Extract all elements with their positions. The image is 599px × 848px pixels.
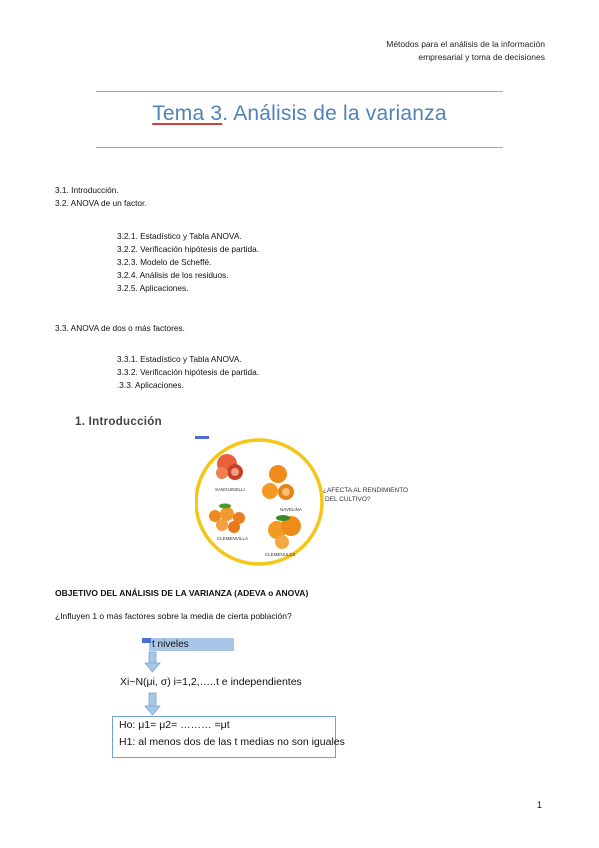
label-clemenvilla: CLEMENVILLA <box>217 536 248 541</box>
research-question: ¿Influyen 1 o más factores sobre la medi… <box>55 611 292 621</box>
running-header: Métodos para el análisis de la informaci… <box>245 38 545 64</box>
page-number: 1 <box>537 800 543 810</box>
label-sanguinelli: SANGUINELLI <box>215 487 245 492</box>
toc-item-3-2-5: 3.2.5. Aplicaciones. <box>117 283 189 293</box>
section-heading-introduccion: 1. Introducción <box>75 416 162 428</box>
blue-marker-icon <box>142 638 151 643</box>
orange-sanguinelli-icon <box>216 454 243 480</box>
header-line-1: Métodos para el análisis de la informaci… <box>386 39 545 49</box>
arrow-down-icon <box>144 651 161 673</box>
orange-clemenules-icon <box>268 515 301 549</box>
toc-item-3-2-3: 3.2.3. Modelo de Scheffé. <box>117 257 212 267</box>
title-rule-bottom <box>96 147 503 148</box>
toc-item-3-1: 3.1. Introducción. <box>55 185 119 195</box>
toc-item-3-3: 3.3. ANOVA de dos o más factores. <box>55 323 185 333</box>
orange-navelina-icon <box>262 465 294 500</box>
hypothesis-box: Ho: μ1= μ2= ……… =μt H1: al menos dos de … <box>112 716 345 758</box>
title-tema: Tema 3 <box>152 102 223 125</box>
null-hypothesis: Ho: μ1= μ2= ……… =μt <box>119 719 230 731</box>
label-clemenules: CLEMENULES <box>265 552 296 557</box>
citrus-varieties-figure: SANGUINELLI NAVELINA CLEMENVILLA CLEMENU… <box>194 434 455 566</box>
title-rest: . Análisis de la varianza <box>222 102 447 125</box>
figure-question-line-1: ¿AFECTA AL RENDIMIENTO <box>323 487 408 494</box>
alternative-hypothesis: H1: al menos dos de las t medias no son … <box>119 736 345 748</box>
toc-item-3-3-3: .3.3. Aplicaciones. <box>117 380 184 390</box>
model-statement: Xi~N(μi, σ) i=1,2,…..t e independientes <box>120 676 302 688</box>
toc-item-3-2-2: 3.2.2. Verificación hipótesis de partida… <box>117 244 260 254</box>
toc-sub-3-2: 3.2.1. Estadístico y Tabla ANOVA. 3.2.2.… <box>117 230 259 295</box>
toc-item-3-3-1: 3.3.1. Estadístico y Tabla ANOVA. <box>117 354 242 364</box>
orange-clemenvilla-icon <box>209 503 245 533</box>
page-title: Tema 3. Análisis de la varianza <box>96 102 503 126</box>
toc-item-3-3-2: 3.3.2. Verificación hipótesis de partida… <box>117 367 260 377</box>
objetivo-heading: OBJETIVO DEL ANÁLISIS DE LA VARIANZA (AD… <box>55 588 309 598</box>
toc-sub-3-3: 3.3.1. Estadístico y Tabla ANOVA. 3.3.2.… <box>117 353 259 392</box>
t-niveles-label: t niveles <box>149 638 234 651</box>
arrow-down-icon-2 <box>144 692 161 716</box>
anova-hypothesis-diagram: t niveles Xi~N(μi, σ) i=1,2,…..t e indep… <box>112 636 345 760</box>
toc-item-3-2-4: 3.2.4. Análisis de los residuos. <box>117 270 229 280</box>
figure-question-line-2: DEL CULTIVO? <box>325 496 371 503</box>
toc-top: 3.1. Introducción. 3.2. ANOVA de un fact… <box>55 184 147 210</box>
header-line-2: empresarial y toma de decisiones <box>418 52 545 62</box>
toc-item-3-2-1: 3.2.1. Estadístico y Tabla ANOVA. <box>117 231 242 241</box>
toc-item-3-2: 3.2. ANOVA de un factor. <box>55 198 147 208</box>
title-rule-top <box>96 91 503 92</box>
label-navelina: NAVELINA <box>280 507 302 512</box>
